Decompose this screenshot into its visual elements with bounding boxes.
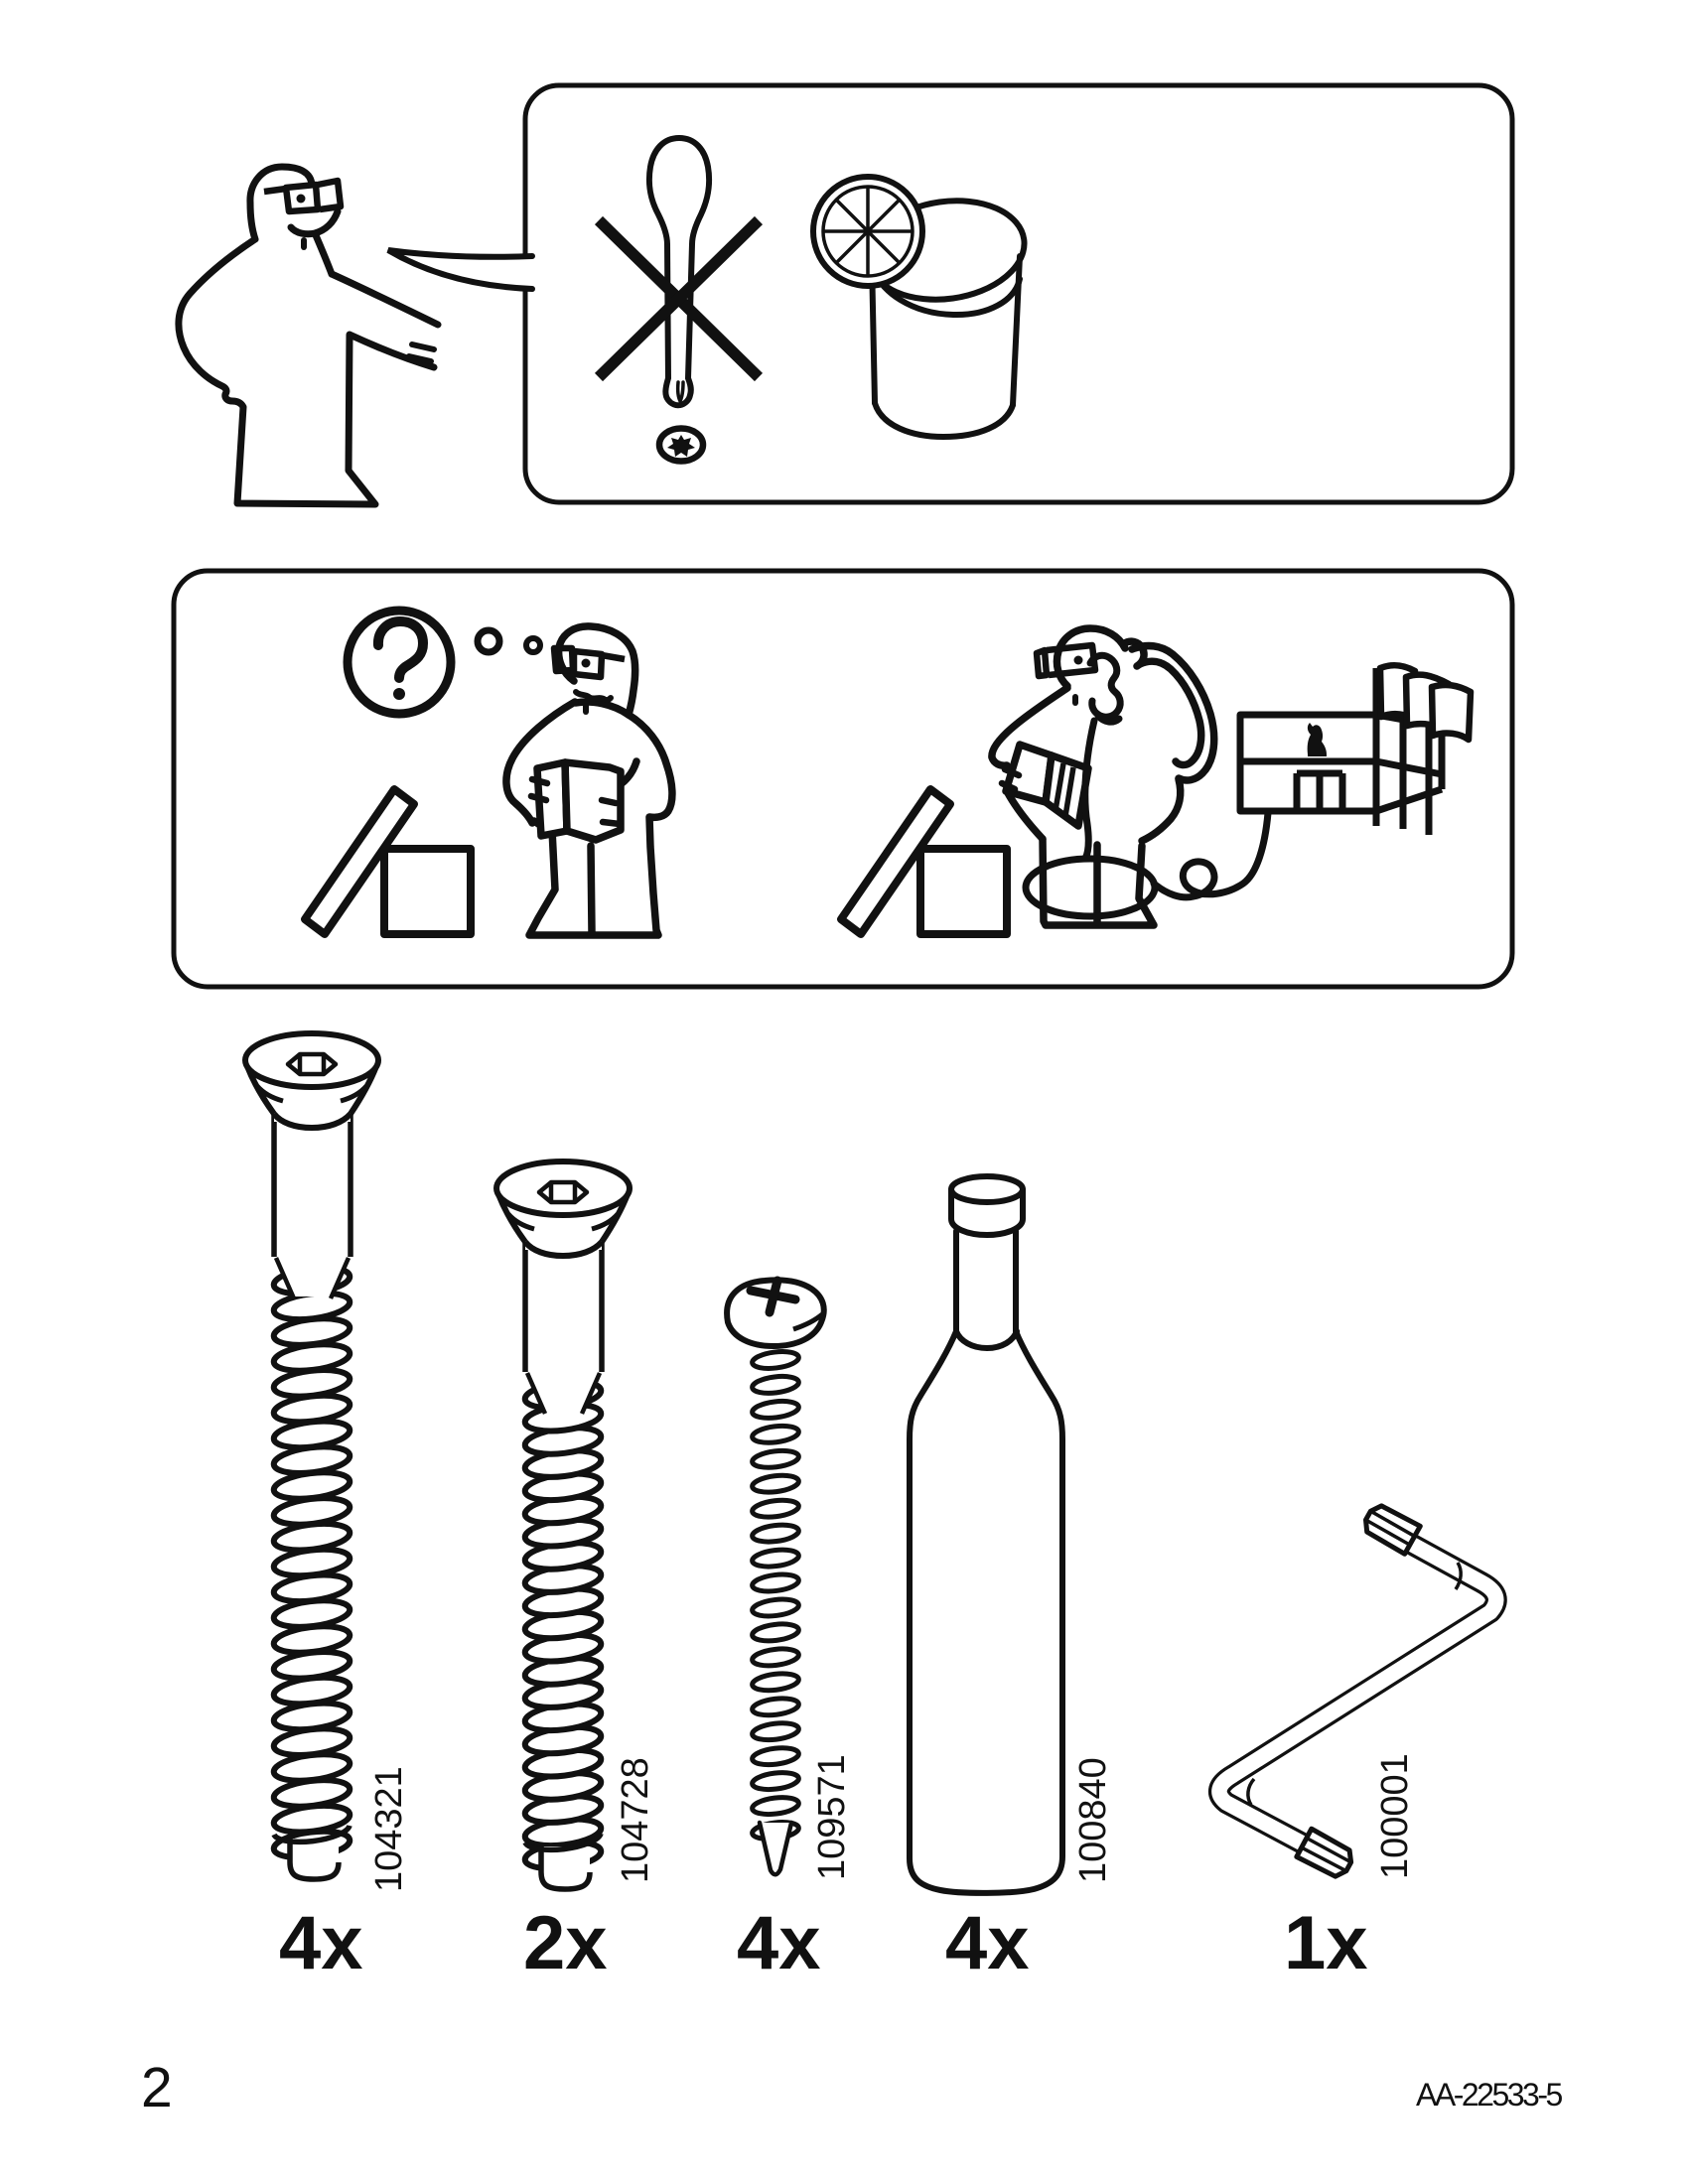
svg-text:1x: 1x [1284, 1901, 1368, 1985]
svg-text:4x: 4x [737, 1901, 821, 1985]
svg-text:2: 2 [141, 2056, 173, 2119]
svg-text:109571: 109571 [811, 1754, 853, 1880]
svg-text:2x: 2x [523, 1901, 608, 1985]
svg-text:100001: 100001 [1374, 1753, 1416, 1879]
svg-text:104728: 104728 [615, 1757, 656, 1883]
svg-text:4x: 4x [279, 1901, 363, 1985]
svg-text:104321: 104321 [368, 1766, 410, 1892]
svg-text:100840: 100840 [1072, 1757, 1114, 1883]
svg-text:4x: 4x [945, 1901, 1030, 1985]
svg-text:AA-22533-5: AA-22533-5 [1416, 2077, 1562, 2113]
